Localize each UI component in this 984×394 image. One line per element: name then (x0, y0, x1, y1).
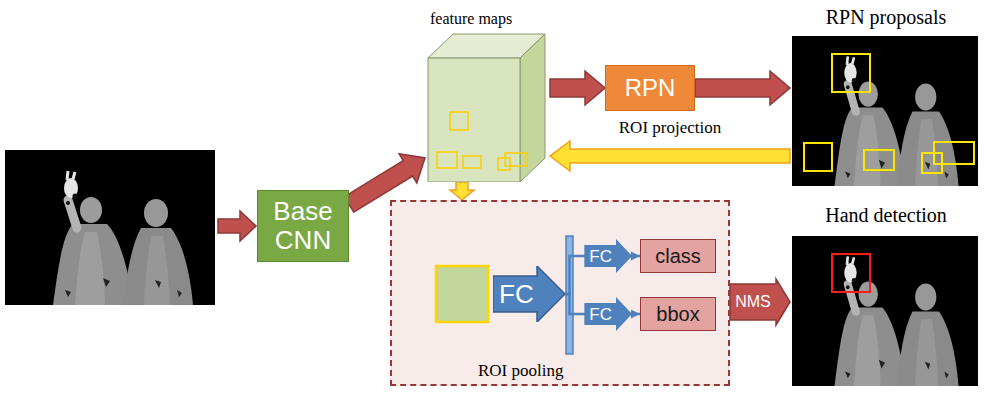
rpn-box: RPN (605, 65, 695, 111)
node-label: FC (499, 281, 534, 307)
node-heading: ROI pooling (478, 361, 563, 381)
flow-arrow (695, 71, 790, 105)
nms-label: NMS (735, 293, 771, 311)
roi-mark (463, 156, 481, 168)
nms-arrow (730, 279, 790, 325)
node-heading: Hand detection (825, 204, 947, 227)
bbox-box: bbox (640, 297, 716, 331)
node-label: class (655, 245, 701, 267)
detection-box (832, 254, 870, 292)
pooled-feature-square (436, 266, 488, 322)
cnn-box: Base CNN (257, 190, 349, 262)
node-label: bbox (656, 303, 699, 325)
cube-shape (425, 10, 550, 182)
roi-mark (437, 152, 457, 168)
detection-depth-image (792, 236, 978, 386)
flow-arrow (344, 154, 425, 212)
proposal-box (804, 143, 832, 171)
proposal-box (934, 142, 974, 164)
cube-front-face (428, 58, 520, 182)
class-box: class (640, 239, 716, 273)
roi-mark (450, 112, 468, 130)
roi-arrow (550, 141, 790, 171)
node-heading: feature maps (430, 10, 512, 28)
fc-arrow: FC (493, 266, 565, 322)
flow-arrow (550, 71, 605, 105)
edge-label: ROI projection (617, 118, 723, 138)
node-label: Base CNN (262, 197, 344, 254)
roi-arrow (450, 182, 474, 200)
roi-mark (505, 153, 527, 166)
proposal-box (864, 150, 894, 170)
roi-pooling-ground (390, 200, 730, 386)
node-label: RPN (625, 75, 676, 101)
cube-side-face (520, 34, 545, 182)
detection-image-panel: Hand detection (790, 202, 982, 388)
feature-map-cube: feature maps (425, 10, 550, 182)
proposal-boxes (804, 54, 974, 173)
roi-mark (498, 158, 510, 170)
node-heading: RPN proposals (826, 6, 947, 29)
fc-arrow-body (493, 266, 565, 322)
proposal-image-panel: RPN proposals (790, 4, 982, 188)
roi-pooling-group: FC class bboxROI pooling (390, 200, 730, 386)
proposal-box (832, 54, 870, 92)
input-arrow (218, 211, 256, 241)
proposal-depth-image (792, 36, 978, 186)
input-depth-image (5, 150, 215, 305)
